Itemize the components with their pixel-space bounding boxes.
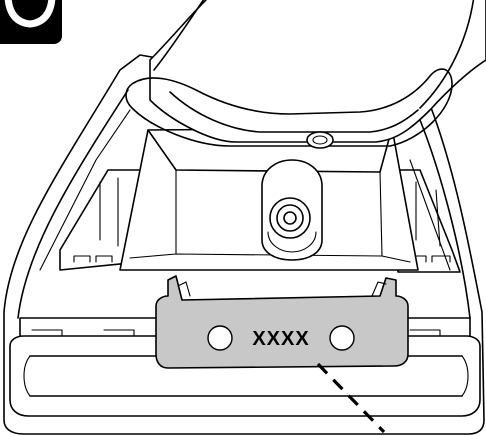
- leader-line: [316, 362, 386, 434]
- plate-hole-right: [329, 325, 355, 351]
- right-rail: [397, 169, 461, 273]
- label-plate: XXXX: [155, 275, 409, 369]
- plate-label: XXXX: [252, 328, 309, 350]
- shaft-socket: [306, 131, 334, 149]
- screw-head: [283, 211, 297, 225]
- mount-boss: [261, 159, 323, 261]
- plate-hole-left: [207, 325, 233, 351]
- step-badge: [0, 0, 62, 44]
- handle-shaft: [125, 0, 486, 149]
